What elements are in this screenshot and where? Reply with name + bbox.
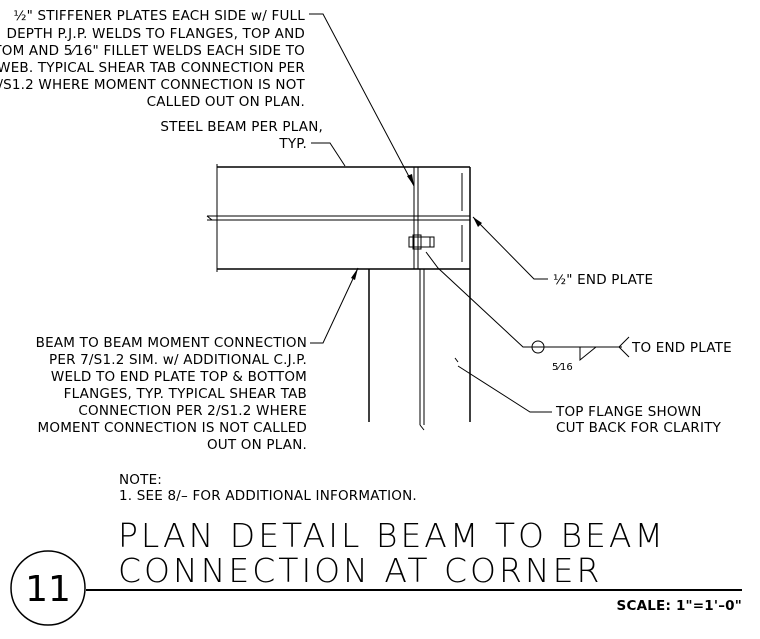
general-note-title: NOTE: [119,472,162,488]
moment-note-line-7: OUT ON PLAN. [207,437,307,453]
moment-note-line-5: CONNECTION PER 2/S1.2 WHERE [78,403,307,419]
title-line-2: CONNECTION AT CORNER [118,551,602,590]
stiffener-leader-arrow-icon [407,174,414,186]
moment-note-line-2: PER 7/S1.2 SIM. w/ ADDITIONAL C.J.P. [49,352,307,368]
steel-beam-note-line-1: STEEL BEAM PER PLAN, [160,119,323,135]
moment-connection-note: BEAM TO BEAM MOMENT CONNECTION PER 7/S1.… [36,335,307,453]
steel-beam-note: STEEL BEAM PER PLAN, TYP. [160,119,323,152]
stiffener-note-line-1: ½" STIFFENER PLATES EACH SIDE w/ FULL [13,8,305,24]
steel-beam-leader [311,142,346,167]
moment-note-line-3: WELD TO END PLATE TOP & BOTTOM [51,369,307,385]
stiffener-note-line-3: BOTTOM AND 5⁄16" FILLET WELDS EACH SIDE … [0,43,305,59]
stiffener-note-line-4: WEB. TYPICAL SHEAR TAB CONNECTION PER [0,60,305,76]
scale-label: SCALE: 1"=1'–0" [617,598,742,614]
moment-connection-leader [310,267,359,344]
moment-note-line-4: FLANGES, TYP. TYPICAL SHEAR TAB [64,386,307,402]
top-flange-leader [457,365,552,413]
detail-number: 11 [25,569,71,610]
weld-symbol [425,251,630,362]
steel-beam-note-line-2: TYP. [278,136,307,152]
top-flange-note-line-1: TOP FLANGE SHOWN [555,404,702,420]
top-flange-note-line-2: CUT BACK FOR CLARITY [556,420,722,436]
stiffener-note: ½" STIFFENER PLATES EACH SIDE w/ FULL DE… [0,8,306,110]
moment-leader-arrow-icon [351,268,358,280]
weld-size-label: 5⁄16 [552,362,573,373]
beam-assembly [206,164,471,431]
title-block: 11 PLAN DETAIL BEAM TO BEAM CONNECTION A… [10,516,742,626]
detail-number-bubble [10,550,86,626]
moment-note-line-6: MOMENT CONNECTION IS NOT CALLED [38,420,307,436]
stiffener-note-line-2: DEPTH P.J.P. WELDS TO FLANGES, TOP AND [6,26,305,42]
stiffener-leader [309,13,415,187]
end-plate-leader [472,216,548,280]
moment-note-line-1: BEAM TO BEAM MOMENT CONNECTION [36,335,307,351]
stiffener-note-line-6: CALLED OUT ON PLAN. [147,94,305,110]
title-line-1: PLAN DETAIL BEAM TO BEAM [118,516,666,555]
to-end-plate-label: TO END PLATE [631,340,732,356]
general-note-item: 1. SEE 8/– FOR ADDITIONAL INFORMATION. [119,488,417,504]
end-plate-leader-arrow-icon [473,217,482,227]
end-plate-note: ½" END PLATE [553,272,653,288]
stiffener-note-line-5: 2/S1.2 WHERE MOMENT CONNECTION IS NOT [0,77,306,93]
